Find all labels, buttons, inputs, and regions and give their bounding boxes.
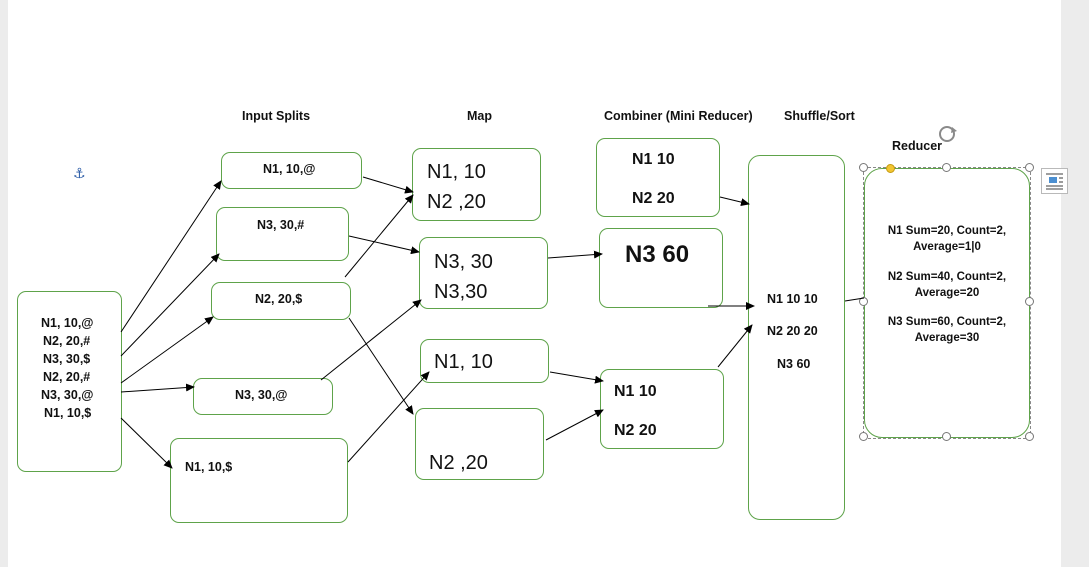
arrow-combiner1-to-shuffle <box>719 196 750 207</box>
resize-handle[interactable] <box>1025 163 1034 172</box>
resize-handle[interactable] <box>859 432 868 441</box>
shuffle-box[interactable]: N1 10 10 N2 20 20 N3 60 <box>748 155 845 520</box>
arrow-split1-to-map1 <box>362 176 414 194</box>
rotate-handle-icon[interactable] <box>935 123 961 145</box>
combiner-text: N3 60 <box>625 241 690 268</box>
arrow-input-to-split5 <box>120 417 173 469</box>
reducer-line: Average=1|0 <box>913 241 981 253</box>
reducer-box[interactable]: N1 Sum=20, Count=2, Average=1|0 N2 Sum=4… <box>864 168 1030 438</box>
split-text: N1, 10,@ <box>263 162 316 176</box>
arrow-map3-to-combiner3 <box>549 371 604 384</box>
map-box[interactable]: N1, 10 <box>420 339 549 383</box>
arrow-split3-to-map1 <box>344 194 414 278</box>
arrow-split5-to-map3 <box>347 371 430 463</box>
resize-handle[interactable] <box>942 163 951 172</box>
input-line: N2, 20,# <box>43 334 91 348</box>
arrow-split4-to-map2 <box>320 299 422 381</box>
reducer-header: Reducer <box>892 139 943 153</box>
split-box[interactable]: N1, 10,$ <box>170 438 348 523</box>
resize-handle[interactable] <box>1025 432 1034 441</box>
combiner-text: N1 10 <box>632 151 675 168</box>
shuffle-text: N1 10 10 <box>767 292 818 306</box>
split-text: N2, 20,$ <box>255 292 303 306</box>
map-text: N2 ,20 <box>429 452 488 474</box>
map-text: N1, 10 <box>434 351 493 373</box>
split-text: N1, 10,$ <box>185 460 233 474</box>
map-header: Map <box>467 109 492 123</box>
input-splits-header: Input Splits <box>242 109 311 123</box>
map-text: N3, 30 <box>434 251 493 273</box>
split-text: N3, 30,@ <box>235 388 288 402</box>
reducer-line: N3 Sum=60, Count=2, <box>887 316 1007 328</box>
arrow-combiner3-to-shuffle <box>717 324 753 368</box>
input-line: N1, 10,$ <box>44 406 92 420</box>
resize-handle[interactable] <box>859 163 868 172</box>
resize-handle[interactable] <box>1025 297 1034 306</box>
input-line: N1, 10,@ <box>41 316 94 330</box>
map-box[interactable]: N1, 10 N2 ,20 <box>412 148 541 221</box>
arrow-map4-to-combiner3 <box>545 409 604 441</box>
reducer-line: Average=30 <box>914 332 980 344</box>
reducer-line: Average=20 <box>914 287 980 299</box>
map-box[interactable]: N2 ,20 <box>415 408 544 480</box>
arrow-map2-to-combiner2 <box>547 250 603 259</box>
map-text: N2 ,20 <box>427 191 486 213</box>
arrow-split2-to-map2 <box>348 235 420 255</box>
combiner-box[interactable]: N1 10 N2 20 <box>596 138 720 217</box>
combiner-text: N2 20 <box>614 422 657 439</box>
reducer-line: N1 Sum=20, Count=2, <box>887 225 1007 237</box>
connector-shuffle-to-reducer <box>844 297 865 302</box>
shape-adjust-handle[interactable] <box>886 164 895 173</box>
shuffle-header: Shuffle/Sort <box>784 109 855 123</box>
layout-options-icon[interactable] <box>1041 168 1068 194</box>
arrow-split3-to-map4 <box>348 317 414 415</box>
split-text: N3, 30,# <box>257 218 305 232</box>
split-box[interactable]: N3, 30,# <box>216 207 349 261</box>
map-text: N1, 10 <box>427 161 486 183</box>
arrow-input-to-split2 <box>120 253 220 357</box>
shuffle-text: N2 20 20 <box>767 324 818 338</box>
split-box[interactable]: N2, 20,$ <box>211 282 351 320</box>
combiner-header: Combiner (Mini Reducer) <box>604 109 753 123</box>
input-line: N3, 30,$ <box>43 352 91 366</box>
shuffle-text: N3 60 <box>777 357 811 371</box>
resize-handle[interactable] <box>942 432 951 441</box>
anchor-icon[interactable]: ⚓ <box>73 166 86 182</box>
input-line: N2, 20,# <box>43 370 91 384</box>
map-text: N3,30 <box>434 281 488 303</box>
map-box[interactable]: N3, 30 N3,30 <box>419 237 548 309</box>
combiner-box[interactable]: N3 60 <box>599 228 723 308</box>
arrow-input-to-split1 <box>120 180 222 333</box>
input-line: N3, 30,@ <box>41 388 94 402</box>
split-box[interactable]: N1, 10,@ <box>221 152 362 189</box>
arrow-input-to-split3 <box>120 316 214 384</box>
input-box[interactable]: N1, 10,@ N2, 20,# N3, 30,$ N2, 20,# N3, … <box>17 291 122 472</box>
combiner-text: N1 10 <box>614 383 657 400</box>
reducer-line: N2 Sum=40, Count=2, <box>887 271 1007 283</box>
split-box[interactable]: N3, 30,@ <box>193 378 333 415</box>
arrow-input-to-split4 <box>120 383 195 393</box>
combiner-text: N2 20 <box>632 190 675 207</box>
resize-handle[interactable] <box>859 297 868 306</box>
combiner-box[interactable]: N1 10 N2 20 <box>600 369 724 449</box>
